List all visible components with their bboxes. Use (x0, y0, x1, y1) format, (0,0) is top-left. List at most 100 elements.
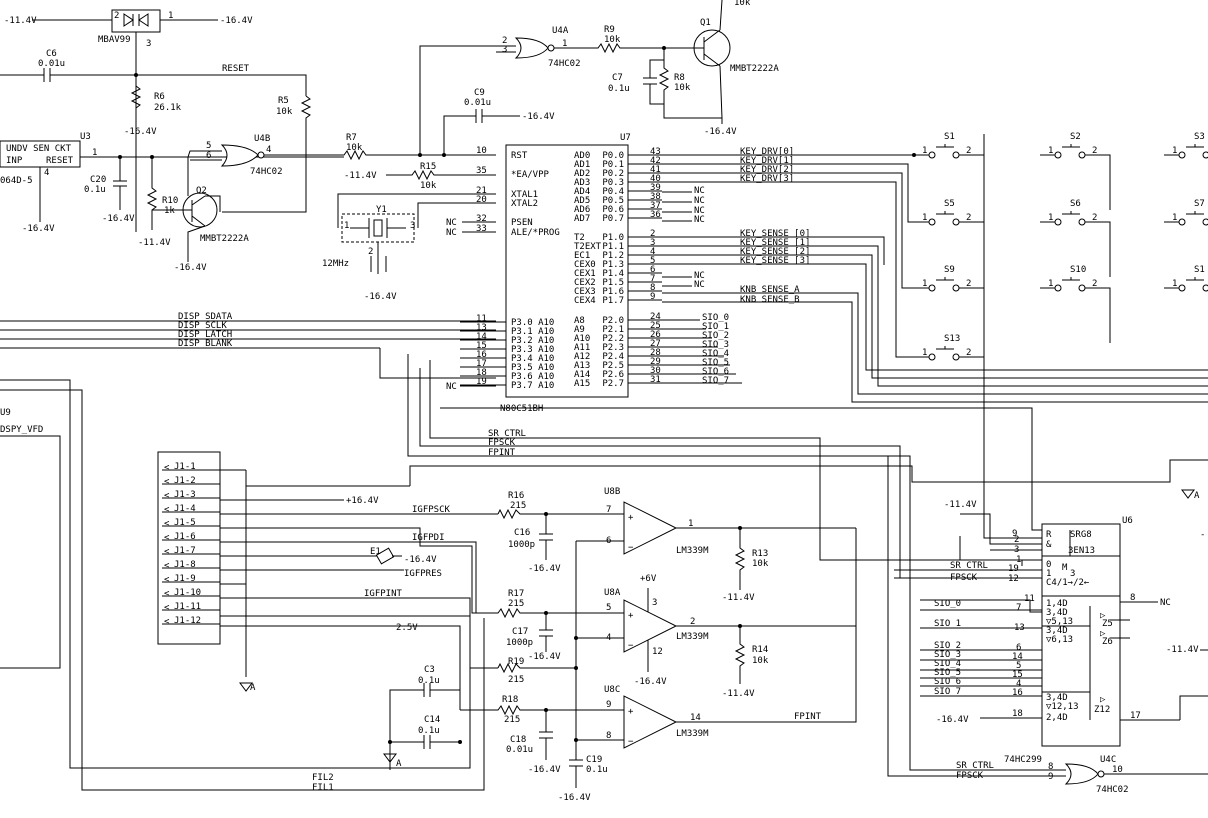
pin-number: 3 (146, 39, 151, 49)
pin-number: 40 (650, 174, 661, 184)
part-label: 74HC02 (250, 167, 283, 177)
j1-arrow: < (164, 477, 170, 487)
resistor-r6: R6 26.1k -16.4V (124, 75, 182, 137)
pin-alt-name: AD0 (574, 151, 590, 161)
pin-number: 13 (476, 323, 487, 333)
pin-number: 18 (1012, 709, 1023, 719)
switch-label: S3 (1194, 132, 1205, 142)
resistor-r10: R10 1k -11.4V (138, 155, 178, 248)
value-label: 0.1u (84, 185, 106, 195)
switch-contact (1178, 218, 1186, 226)
net-label: SIO_5 (934, 668, 961, 678)
switch-pin: 1 (922, 279, 927, 289)
j1-arrow: < (164, 533, 170, 543)
net-label: -11.4V (944, 500, 977, 510)
net-label: - (1200, 530, 1205, 540)
switch-pin: 1 (922, 213, 927, 223)
pin-alt-name: AD6 (574, 205, 590, 215)
net-label: SIO_6 (934, 677, 961, 687)
plus-sign: + (628, 707, 634, 717)
switch-wire (959, 356, 985, 412)
j1-arrow: < (164, 589, 170, 599)
net-label: SIO_5 (702, 358, 729, 368)
value-label: 0.1u (586, 765, 608, 775)
value-label: 10k (752, 559, 769, 569)
switch-pin: 2 (1092, 146, 1097, 156)
pin-number: 39 (650, 183, 661, 193)
net-label: -16.4V (174, 263, 207, 273)
switch-label: S5 (944, 199, 955, 209)
part-label: MBAV99 (98, 35, 131, 45)
switch-pin: 1 (922, 348, 927, 358)
pin-name: P3.2 A10 (511, 336, 554, 346)
pin-name: & (1046, 540, 1052, 550)
pin-alt-name: AD1 (574, 160, 590, 170)
switch-pin: 2 (1092, 279, 1097, 289)
ref-label: R8 (674, 73, 685, 83)
net-label: -11.4V (722, 593, 755, 603)
j1-arrow: < (164, 491, 170, 501)
pin-number: 12 (1008, 574, 1019, 584)
switch-contact (928, 284, 936, 292)
net-label: -16.4V (102, 214, 135, 224)
net-label: IGFPDI (412, 533, 445, 543)
value-label: 10k (420, 181, 437, 191)
pin-name: P3.0 A10 (511, 318, 554, 328)
pin-alt-name: AD5 (574, 196, 590, 206)
pin-number: 21 (476, 186, 487, 196)
pin-number: 26 (650, 330, 661, 340)
resistor-r8: R8 10k (658, 60, 722, 119)
crystal-y1: Y1 1 2 3 12MHz -16.4V 21 20 (322, 186, 496, 302)
part-label: MMBT2222A (200, 234, 249, 244)
pin-name: P3.5 A10 (511, 363, 554, 373)
net-label: IGFPRES (404, 569, 442, 579)
capacitor-c9: C9 0.01u -16.4V (442, 88, 555, 157)
pin-alt-name: CEX0 (574, 260, 596, 270)
switch-contact (1178, 284, 1186, 292)
value-label: 26.1k (154, 103, 182, 113)
value-label: 10k (734, 0, 751, 8)
part-label: 74HC299 (1004, 755, 1042, 765)
pin-number: 5 (1016, 661, 1021, 671)
pin-number: 11 (1024, 594, 1035, 604)
pin-name: PSEN (511, 218, 533, 228)
net-label: -11.4V (4, 16, 37, 26)
pin-name: P3.7 A10 (511, 381, 554, 391)
switch-contact (1202, 218, 1208, 226)
j1-pin-label: J1-6 (174, 532, 196, 542)
switch-contact (1078, 218, 1086, 226)
pin-number: 2 (368, 247, 373, 257)
ref-label: Q2 (196, 186, 207, 196)
pin-name: P1.5 (602, 278, 624, 288)
switch-pin: 1 (1048, 146, 1053, 156)
key-switch-matrix: 12S112S212S312S512S612S712S912S1012S112S… (914, 132, 1208, 412)
pin-alt-name: CEX2 (574, 278, 596, 288)
pin-number: 9 (1012, 529, 1017, 539)
pin-alt-name: A9 (574, 325, 585, 335)
capacitor-c16: C16 1000p -16.4V (508, 514, 561, 574)
switch-wire (959, 154, 985, 210)
ref-label: E1 (370, 547, 381, 557)
net-label: NC (1160, 598, 1171, 608)
pin-name: INP (6, 156, 23, 166)
pin-number: 19 (1008, 564, 1019, 574)
part-label: N80C51BH (500, 404, 543, 414)
net-label: KEY_SENSE [3] (740, 256, 810, 266)
comparator-u8a: + − U8A LM339M 5 4 2 3 12 +6V -16.4V (576, 574, 856, 687)
ic-title: UNDV SEN CKT (6, 144, 72, 154)
net-label: KEY_DRV[0] (740, 147, 794, 157)
pin-name: 2,4D (1046, 713, 1068, 723)
switch-wire (1085, 287, 1111, 343)
pin-name: P0.7 (602, 214, 624, 224)
pin-number: 11 (476, 314, 487, 324)
pin-number: 20 (476, 195, 487, 205)
diode-mbav99: -11.4V -16.4V 2 1 3 MBAV99 (4, 9, 253, 232)
j1-pin-label: J1-3 (174, 490, 196, 500)
switch-contact (1054, 218, 1062, 226)
j1-pin-label: J1-7 (174, 546, 196, 556)
switch-contact (928, 218, 936, 226)
j1-pin-label: J1-2 (174, 476, 196, 486)
switch-contact (952, 151, 960, 159)
